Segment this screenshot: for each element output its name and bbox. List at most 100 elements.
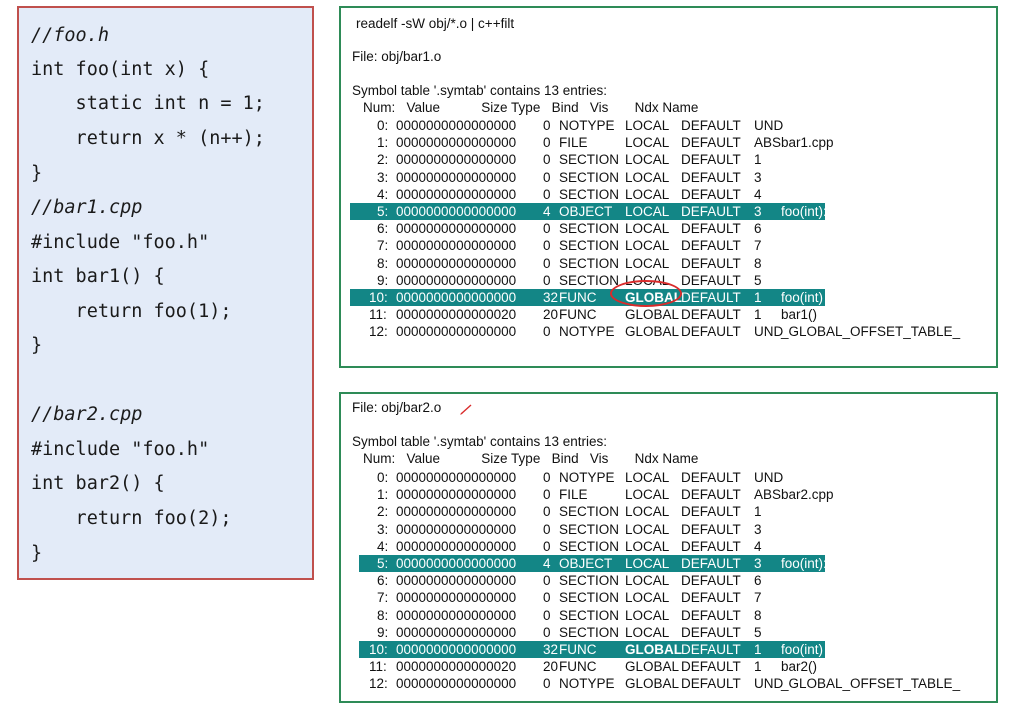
- cell-size: 0: [543, 624, 551, 640]
- cell-size: 0: [543, 186, 551, 202]
- code-line: #include "foo.h": [31, 232, 210, 253]
- cell-type: NOTYPE: [559, 470, 615, 485]
- cell-value: 0000000000000000: [396, 642, 517, 657]
- cell-vis: DEFAULT: [681, 307, 741, 323]
- cell-bind: LOCAL: [625, 590, 670, 606]
- cell-num: 8:: [377, 255, 389, 271]
- cell-size: 0: [543, 607, 551, 623]
- cell-type: SECTION: [559, 538, 620, 554]
- cell-ndx: 1: [754, 307, 762, 323]
- cell-bind: LOCAL: [625, 624, 670, 640]
- cell-size: 0: [543, 538, 551, 554]
- cell-vis: DEFAULT: [681, 186, 741, 202]
- cell-vis: DEFAULT: [681, 642, 741, 657]
- cell-num: 10:: [369, 642, 388, 657]
- cell-type: SECTION: [559, 169, 620, 185]
- cell-bind: GLOBAL: [625, 324, 680, 340]
- cell-vis: DEFAULT: [681, 676, 741, 692]
- cell-bind: LOCAL: [625, 204, 670, 219]
- cell-value: 0000000000000000: [396, 204, 517, 219]
- cell-type: NOTYPE: [559, 676, 615, 692]
- code-comment-line: //foo.h: [31, 25, 109, 46]
- cell-num: 0:: [377, 118, 389, 133]
- cell-num: 7:: [377, 590, 389, 606]
- cell-name: foo(int): [781, 290, 824, 305]
- cell-value: 0000000000000000: [396, 272, 517, 288]
- cell-vis: DEFAULT: [681, 556, 741, 571]
- cell-vis: DEFAULT: [681, 470, 741, 485]
- code-line: }: [31, 335, 43, 356]
- cell-value: 0000000000000000: [396, 221, 517, 237]
- cell-size: 20: [543, 307, 559, 323]
- cell-ndx: 1: [754, 152, 762, 168]
- cell-size: 20: [543, 659, 559, 675]
- cell-vis: DEFAULT: [681, 487, 741, 503]
- cell-type: SECTION: [559, 238, 620, 254]
- cell-name: _GLOBAL_OFFSET_TABLE_: [781, 676, 961, 692]
- cell-bind: LOCAL: [625, 573, 670, 589]
- cell-vis: DEFAULT: [681, 272, 741, 288]
- cell-type: NOTYPE: [559, 324, 615, 340]
- row-highlight: [350, 203, 825, 220]
- code-comment-line: //bar2.cpp: [31, 404, 143, 425]
- row-highlight: [350, 289, 825, 306]
- cell-ndx: 1: [754, 504, 762, 520]
- code-comment-line: //bar1.cpp: [31, 197, 143, 218]
- cell-value: 0000000000000000: [396, 255, 517, 271]
- cell-bind: LOCAL: [625, 152, 670, 168]
- cell-bind: GLOBAL: [625, 642, 682, 657]
- cell-bind: LOCAL: [625, 504, 670, 520]
- cell-type: OBJECT: [559, 556, 613, 571]
- cell-value: 0000000000000000: [396, 169, 517, 185]
- table-header: Num: Value Size Type Bind Vis Ndx Name: [363, 451, 699, 466]
- cell-ndx: 3: [754, 521, 762, 537]
- cell-name: foo(int)::n: [781, 204, 839, 219]
- cell-ndx: UND: [754, 118, 784, 133]
- command-line: readelf -sW obj/*.o | c++filt: [356, 16, 515, 31]
- cell-value: 0000000000000000: [396, 118, 517, 133]
- pen-icon: [460, 404, 472, 415]
- cell-num: 12:: [369, 676, 388, 692]
- cell-value: 0000000000000020: [396, 307, 517, 323]
- cell-num: 4:: [377, 186, 389, 202]
- cell-size: 0: [543, 135, 551, 151]
- cell-num: 8:: [377, 607, 389, 623]
- cell-size: 32: [543, 642, 559, 657]
- cell-vis: DEFAULT: [681, 590, 741, 606]
- cell-type: SECTION: [559, 221, 620, 237]
- row-highlight: [359, 641, 825, 658]
- code-line: }: [31, 543, 43, 564]
- cell-ndx: 1: [754, 659, 762, 675]
- cell-bind: LOCAL: [625, 538, 670, 554]
- code-line: }: [31, 163, 43, 184]
- cell-bind: GLOBAL: [625, 659, 680, 675]
- cell-name: foo(int): [781, 642, 824, 657]
- cell-vis: DEFAULT: [681, 607, 741, 623]
- terminal-bar1: readelf -sW obj/*.o | c++filt File: obj/…: [339, 6, 998, 368]
- cell-num: 9:: [377, 624, 389, 640]
- cell-bind: LOCAL: [625, 238, 670, 254]
- cell-value: 0000000000000000: [396, 470, 517, 485]
- cell-ndx: UND: [754, 470, 784, 485]
- cell-type: SECTION: [559, 272, 620, 288]
- cell-type: FILE: [559, 135, 588, 151]
- cell-bind: LOCAL: [625, 169, 670, 185]
- cell-size: 32: [543, 290, 559, 305]
- code-line: return foo(2);: [31, 508, 232, 529]
- cell-size: 0: [543, 521, 551, 537]
- cell-num: 4:: [377, 538, 389, 554]
- cell-vis: DEFAULT: [681, 238, 741, 254]
